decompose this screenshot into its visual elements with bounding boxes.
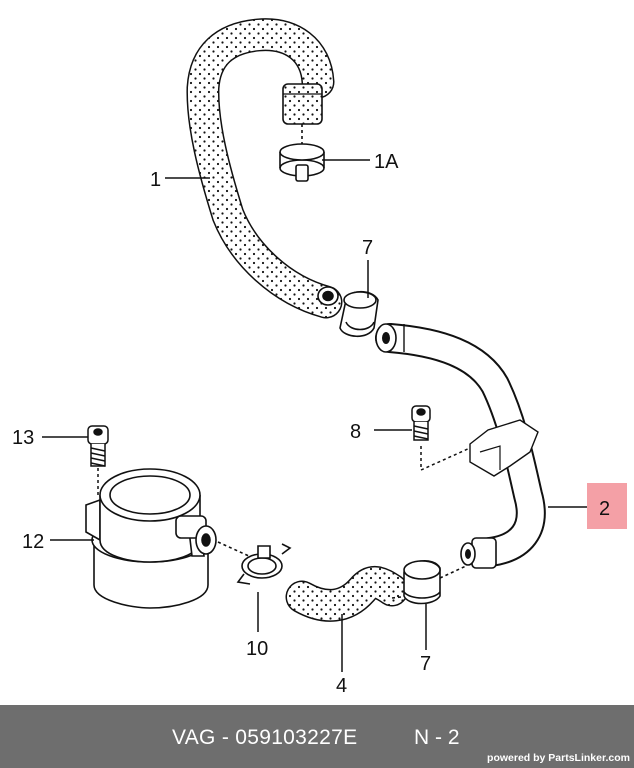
callout-4[interactable]: 4 [336,675,347,697]
clamp-1a [279,124,325,182]
housing-12 [85,468,217,609]
hose-4 [285,566,409,622]
leader-lines [42,159,590,672]
selected-part-highlight [587,483,627,529]
callout-7-bottom[interactable]: 7 [420,653,431,675]
callout-12[interactable]: 12 [22,531,44,553]
clamp-10 [217,541,292,585]
clamp-7-top [317,286,379,338]
callout-10[interactable]: 10 [246,638,268,660]
callout-1[interactable]: 1 [150,169,161,191]
callout-8[interactable]: 8 [350,421,361,443]
clamp-7-bottom [391,560,467,605]
callout-13[interactable]: 13 [12,427,34,449]
hose-1 [186,18,343,319]
bolt-8 [411,405,471,471]
callout-1a[interactable]: 1A [374,151,399,173]
bolt-13 [87,425,109,498]
parts-diagram: 1 1A 7 8 13 12 2 10 4 7 [12,18,627,697]
footer-bar [0,705,634,768]
callout-7-top[interactable]: 7 [362,237,373,259]
hose-2 [375,323,546,569]
part-number: VAG - 059103227E [172,726,358,749]
callout-2[interactable]: 2 [599,498,610,520]
position-number: N - 2 [414,726,460,749]
powered-by-label[interactable]: powered by PartsLinker.com [487,752,630,764]
